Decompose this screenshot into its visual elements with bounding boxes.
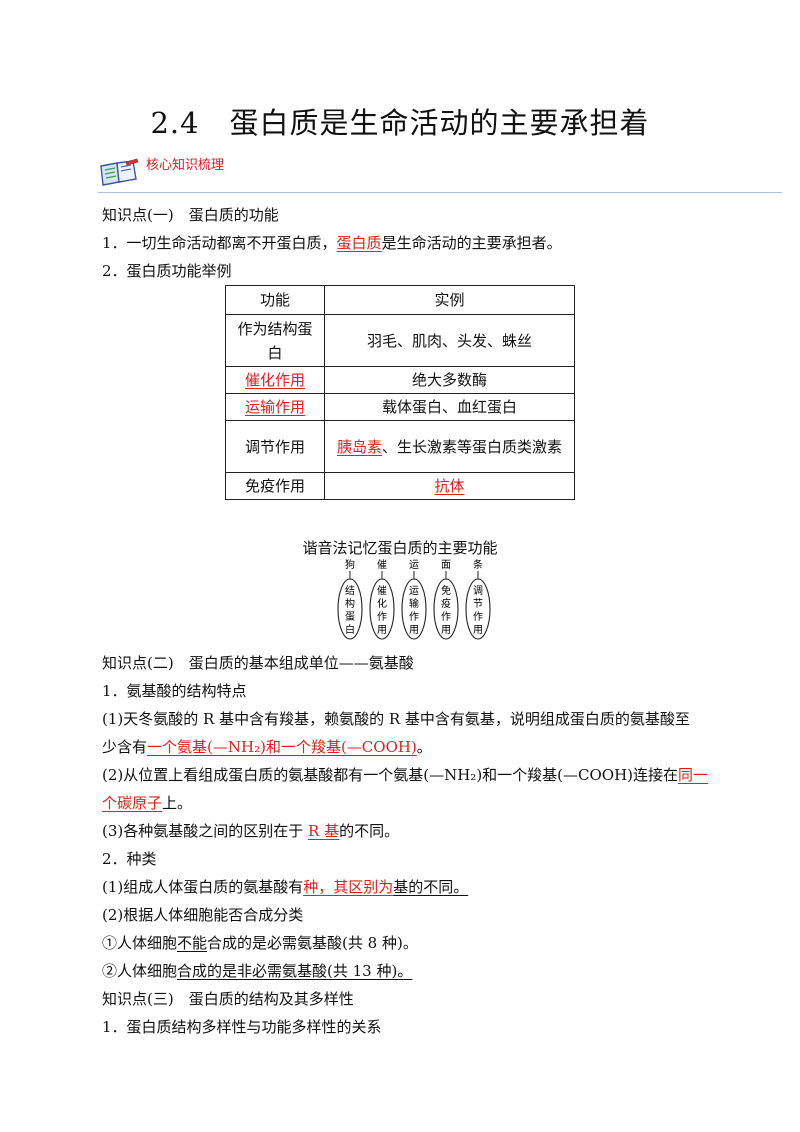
section1-heading: 知识点(一) 蛋白质的功能 xyxy=(102,206,279,224)
section2-p5: 2．种类 xyxy=(102,850,157,868)
table-row: 催化作用绝大多数酶 xyxy=(225,366,575,394)
section1-p1: 1．一切生命活动都离不开蛋白质，蛋白质是生命活动的主要承担者。 xyxy=(102,234,562,252)
mnemonic-function-char: 节 xyxy=(473,598,483,610)
mnemonic-function-char: 疫 xyxy=(441,597,451,610)
function-table: 功能 实例 作为结构蛋白羽毛、肌肉、头发、蛛丝催化作用绝大多数酶运输作用载体蛋白… xyxy=(225,285,575,500)
table-row: 作为结构蛋白羽毛、肌肉、头发、蛛丝 xyxy=(225,314,575,367)
mnemonic-function-char: 构 xyxy=(345,597,355,610)
mnemonic-ellipse xyxy=(401,578,427,640)
mnemonic-function-char: 用 xyxy=(377,625,387,636)
table-header-function: 功能 xyxy=(225,285,325,315)
section1-p2: 2．蛋白质功能举例 xyxy=(102,262,232,280)
mnemonic-ellipse xyxy=(369,578,395,640)
mnemonic-function-char: 用 xyxy=(441,625,451,636)
section2-p4: (3)各种氨基酸之间的区别在于 R 基的不同。 xyxy=(102,822,400,840)
section2-p1: 1．氨基酸的结构特点 xyxy=(102,682,247,700)
mnemonic-sound-char: 狗 xyxy=(345,558,355,571)
open-book-icon xyxy=(100,158,139,186)
mnemonic-function-char: 调 xyxy=(473,585,483,597)
mnemonic-function-char: 用 xyxy=(473,625,483,636)
function-cell: 运输作用 xyxy=(225,393,325,421)
mnemonic-function-char: 运 xyxy=(409,585,419,597)
mnemonic-function-char: 化 xyxy=(377,597,387,610)
section2-heading: 知识点(二) 蛋白质的基本组成单位——氨基酸 xyxy=(102,654,414,672)
example-cell: 羽毛、肌肉、头发、蛛丝 xyxy=(324,314,575,367)
section2-p2-line1: (1)天冬氨酸的 R 基中含有羧基，赖氨酸的 R 基中含有氨基，说明组成蛋白质的… xyxy=(102,710,690,728)
mnemonic-function-char: 作 xyxy=(473,611,483,623)
mnemonic-ellipse xyxy=(465,578,491,640)
page-title: 2.4 蛋白质是生命活动的主要承担着 xyxy=(150,106,650,140)
mnemonic-sound-char: 面 xyxy=(441,560,451,571)
function-cell: 作为结构蛋白 xyxy=(225,314,325,367)
table-row: 调节作用胰岛素、生长激素等蛋白质类激素 xyxy=(225,420,575,473)
section2-p3-line1: (2)从位置上看组成蛋白质的氨基酸都有一个氨基(—NH₂)和一个羧基(—COOH… xyxy=(102,766,709,784)
mnemonic-sound-char: 运 xyxy=(409,559,419,571)
section2-p7: (2)根据人体细胞能否合成分类 xyxy=(102,906,304,924)
example-cell: 载体蛋白、血红蛋白 xyxy=(324,393,575,421)
mnemonic-function-char: 输 xyxy=(409,597,419,610)
mnemonic-function-char: 催 xyxy=(377,584,387,597)
mnemonic-function-char: 免 xyxy=(441,584,451,597)
section3-p1: 1．蛋白质结构多样性与功能多样性的关系 xyxy=(102,1018,382,1036)
mnemonic-function-char: 用 xyxy=(409,625,419,636)
table-row: 运输作用载体蛋白、血红蛋白 xyxy=(225,393,575,421)
mnemonic-function-char: 作 xyxy=(409,611,419,623)
function-cell: 免疫作用 xyxy=(225,472,325,500)
section3-heading: 知识点(三) 蛋白质的结构及其多样性 xyxy=(102,990,354,1008)
section2-p6: (1)组成人体蛋白质的氨基酸有种，其区别为基的不同。 xyxy=(102,878,469,896)
mnemonic-function-char: 结 xyxy=(345,584,355,597)
example-cell: 抗体 xyxy=(324,472,575,500)
banner-divider xyxy=(98,192,782,193)
section-banner-label: 核心知识梳理 xyxy=(146,158,225,173)
mnemonic-function-char: 作 xyxy=(441,611,451,623)
table-row: 免疫作用抗体 xyxy=(225,472,575,500)
mnemonic-ellipse xyxy=(433,578,459,640)
section2-p2-line2: 少含有一个氨基(—NH₂)和一个羧基(—COOH)。 xyxy=(102,738,432,756)
mnemonic-function-char: 作 xyxy=(377,611,387,623)
function-cell: 调节作用 xyxy=(225,420,325,473)
mnemonic-sound-char: 催 xyxy=(377,558,387,571)
mnemonic-sound-char: 条 xyxy=(473,558,483,571)
mnemonic-function-char: 白 xyxy=(345,623,355,636)
example-cell: 胰岛素、生长激素等蛋白质类激素 xyxy=(324,420,575,473)
function-cell: 催化作用 xyxy=(225,366,325,394)
example-cell: 绝大多数酶 xyxy=(324,366,575,394)
section2-p9: ②人体细胞合成的是非必需氨基酸(共 13 种)。 xyxy=(102,962,413,980)
mnemonic-function-char: 蛋 xyxy=(345,611,355,623)
mnemonic-title: 谐音法记忆蛋白质的主要功能 xyxy=(302,539,498,557)
mnemonic-ellipse xyxy=(337,578,363,640)
section2-p3-line2: 个碳原子上。 xyxy=(102,794,193,812)
table-header-example: 实例 xyxy=(324,285,575,315)
section2-p8: ①人体细胞不能合成的是必需氨基酸(共 8 种)。 xyxy=(102,934,418,952)
